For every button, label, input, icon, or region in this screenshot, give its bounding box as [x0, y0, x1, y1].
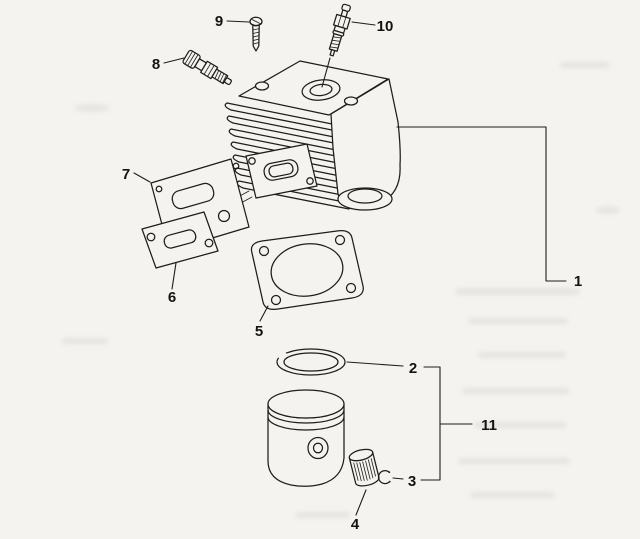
gasket-bolt-hole	[345, 282, 357, 294]
part-label-5: 5	[255, 323, 263, 340]
exhaust-gasket	[141, 211, 219, 269]
wrist-pin-boss	[307, 436, 329, 460]
piston-ring	[276, 348, 346, 376]
bracket-line-11	[420, 366, 473, 481]
exhaust-port	[263, 159, 299, 181]
flange-stud-hole	[248, 157, 256, 165]
screw	[249, 16, 263, 52]
screw-boss-left	[254, 81, 270, 91]
part-label-2: 2	[409, 360, 417, 377]
scan-artifacts	[62, 62, 620, 518]
gasket-bolt-hole	[204, 238, 214, 248]
leader-line-10-axis	[321, 57, 331, 88]
ring-gap	[277, 350, 287, 360]
decompression-valve	[182, 49, 232, 86]
leader-line-7	[133, 172, 151, 183]
part-label-11: 11	[481, 417, 497, 434]
gasket-bore	[270, 243, 344, 297]
bearing-needles	[353, 458, 376, 482]
plate-hole	[217, 209, 231, 223]
piston-crown	[267, 389, 345, 419]
part-label-7: 7	[122, 166, 130, 183]
retaining-clip	[377, 469, 391, 485]
part-label-9: 9	[215, 13, 223, 30]
leader-line-10	[351, 21, 376, 26]
spark-plug	[328, 3, 351, 57]
part-label-8: 8	[152, 56, 160, 73]
plate-screw-hole	[232, 162, 240, 170]
wrist-pin-hole	[312, 442, 324, 454]
leader-line-9	[226, 20, 250, 23]
part-label-4: 4	[351, 516, 360, 533]
gasket-bolt-hole	[334, 234, 346, 246]
cylinder	[224, 60, 401, 211]
plate-screw-hole	[155, 185, 163, 193]
screw-boss-right	[343, 96, 359, 106]
leader-line-4	[355, 489, 367, 516]
gasket-bolt-hole	[270, 294, 282, 306]
screw-threads	[252, 28, 260, 45]
screw-slot	[251, 19, 261, 24]
leader-line-8	[163, 57, 185, 64]
cylinder-base-spigot	[337, 187, 393, 211]
plug-electrode	[329, 49, 336, 57]
leader-line-3	[392, 477, 404, 480]
part-label-1: 1	[574, 273, 582, 290]
ring-groove	[267, 416, 345, 431]
leader-lines	[133, 20, 567, 516]
cylinder-base-bore	[347, 188, 383, 204]
gasket-bolt-hole	[146, 232, 156, 242]
gasket-bolt-hole	[258, 245, 270, 257]
part-label-3: 3	[408, 473, 416, 490]
exhaust-flange	[245, 143, 318, 199]
plate-slot	[171, 182, 215, 210]
valve-tip	[224, 77, 232, 86]
leader-line-6	[171, 262, 177, 290]
spark-plug-hole	[301, 79, 341, 101]
line-art	[133, 3, 567, 516]
part-labels: 1 2 3 4 5 6 7 8 9 10 11	[122, 13, 582, 533]
spark-plug-hole-thread	[309, 83, 333, 97]
leader-line-5	[259, 305, 269, 322]
gasket-port-opening	[163, 229, 197, 249]
cylinder-gasket	[250, 230, 364, 310]
piston	[267, 389, 345, 487]
part-label-6: 6	[168, 289, 176, 306]
ring-groove	[267, 409, 345, 424]
part-label-10: 10	[377, 18, 394, 35]
leader-line-2	[346, 361, 404, 367]
leader-line-1	[396, 126, 567, 282]
flange-stud-hole	[306, 177, 314, 185]
